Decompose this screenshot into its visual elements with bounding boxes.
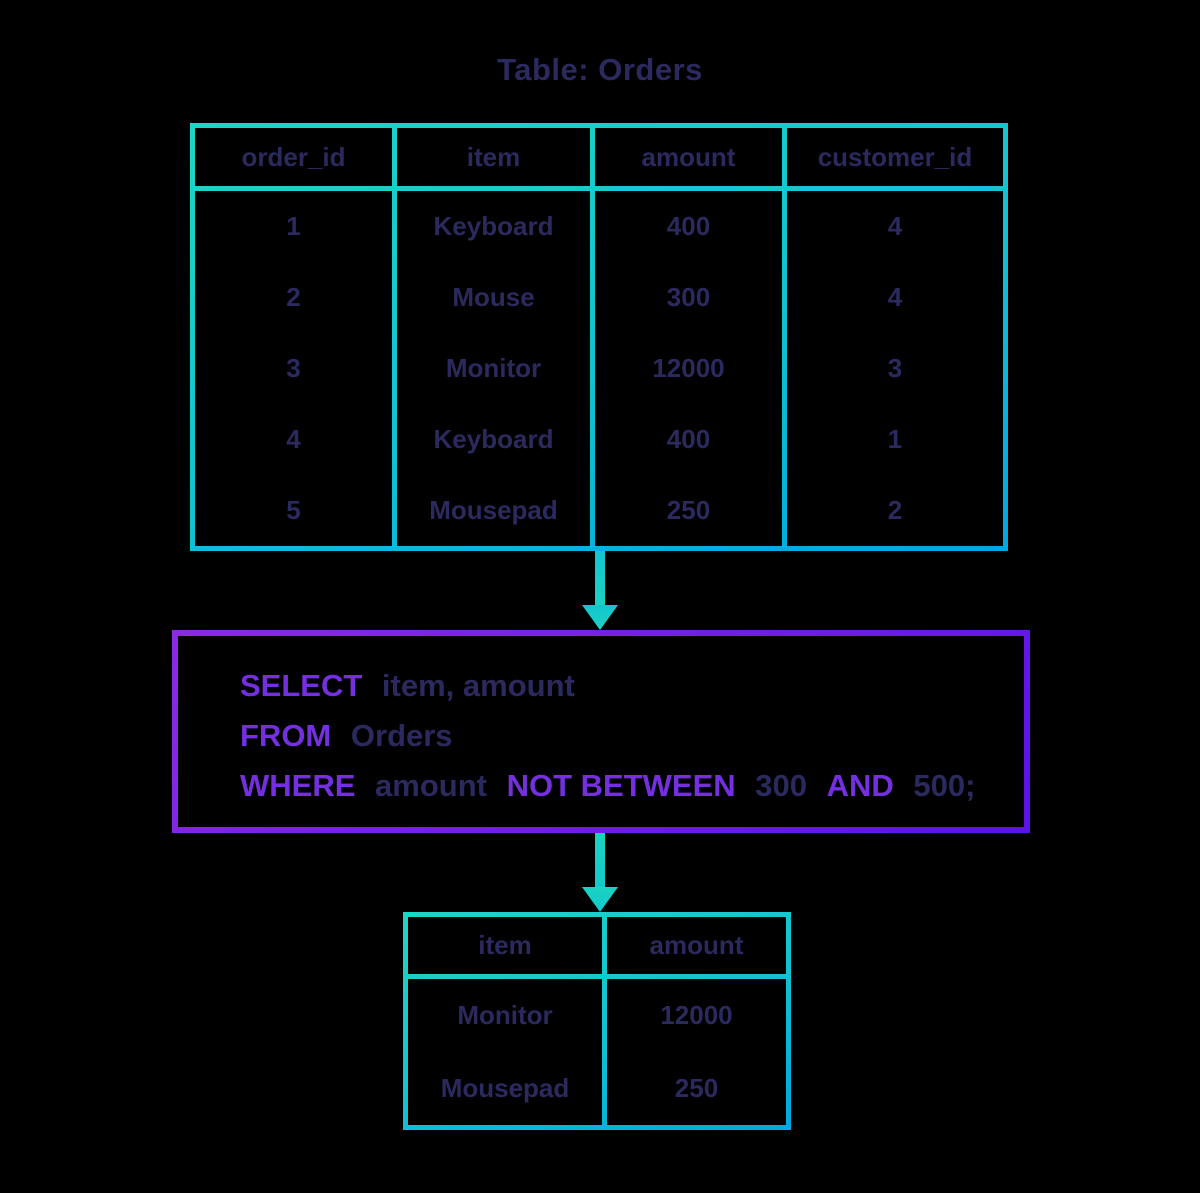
sql-text: 500; [913, 768, 976, 803]
arrow-down-icon [582, 833, 618, 912]
sql-text: Orders [350, 718, 453, 753]
table-cell: 400 [666, 424, 711, 454]
column-header-order-id: order_id [195, 128, 392, 186]
table-cell: 250 [674, 1073, 719, 1103]
sql-keyword: SELECT [240, 668, 363, 703]
table-cell: 250 [666, 495, 711, 525]
query-box: SELECT item, amount FROM Orders WHERE am… [172, 630, 1030, 833]
column-header-amount: amount [595, 128, 782, 186]
sql-keyword: WHERE [240, 768, 356, 803]
sql-line-from: FROM Orders [240, 711, 1004, 761]
sql-keyword: FROM [240, 718, 332, 753]
table-cell: 3 [887, 353, 903, 383]
sql-keyword: AND [826, 768, 894, 803]
sql-query: SELECT item, amount FROM Orders WHERE am… [178, 636, 1024, 827]
column-header-amount: amount [607, 917, 786, 974]
table-cell: 4 [887, 211, 903, 241]
table-cell: 400 [666, 211, 711, 241]
table-cell: 2 [887, 495, 903, 525]
table-cell: 3 [286, 353, 301, 383]
table-cell: 1 [286, 211, 301, 241]
sql-text: item, amount [381, 668, 575, 703]
column-header-item: item [408, 917, 602, 974]
diagram-title: Table: Orders [497, 52, 703, 87]
table-cell: 4 [286, 424, 301, 454]
column-header-customer-id: customer_id [787, 128, 1003, 186]
orders-column-customer-id: 4 4 3 1 2 [787, 191, 1003, 546]
orders-column-amount: 400 300 12000 400 250 [595, 191, 782, 546]
table-cell: 12000 [652, 353, 725, 383]
orders-column-item: Keyboard Mouse Monitor Keyboard Mousepad [397, 191, 590, 546]
arrow-down-icon [582, 551, 618, 630]
table-cell: Mouse [452, 282, 535, 312]
table-cell: 300 [666, 282, 711, 312]
table-cell: 1 [887, 424, 903, 454]
table-cell: 4 [887, 282, 903, 312]
table-cell: Mousepad [440, 1073, 570, 1103]
orders-column-order-id: 1 2 3 4 5 [195, 191, 392, 546]
table-cell: 5 [286, 495, 301, 525]
table-cell: Monitor [457, 1000, 553, 1030]
column-header-item: item [397, 128, 590, 186]
table-cell: Keyboard [433, 211, 554, 241]
result-column-item: Monitor Mousepad [408, 979, 602, 1125]
table-cell: Keyboard [433, 424, 554, 454]
sql-line-select: SELECT item, amount [240, 661, 1004, 711]
sql-text: amount [375, 768, 487, 803]
result-column-amount: 12000 250 [607, 979, 786, 1125]
table-cell: 2 [286, 282, 301, 312]
table-cell: 12000 [660, 1000, 733, 1030]
table-cell: Monitor [445, 353, 542, 383]
sql-line-where: WHERE amount NOT BETWEEN 300 AND 500; [240, 761, 1004, 811]
sql-text: 300 [755, 768, 807, 803]
result-table: item amount Monitor Mousepad 12000 250 [403, 912, 791, 1130]
sql-keyword: NOT BETWEEN [506, 768, 736, 803]
table-cell: Mousepad [429, 495, 558, 525]
orders-table: order_id item amount customer_id 1 2 3 4… [190, 123, 1008, 551]
